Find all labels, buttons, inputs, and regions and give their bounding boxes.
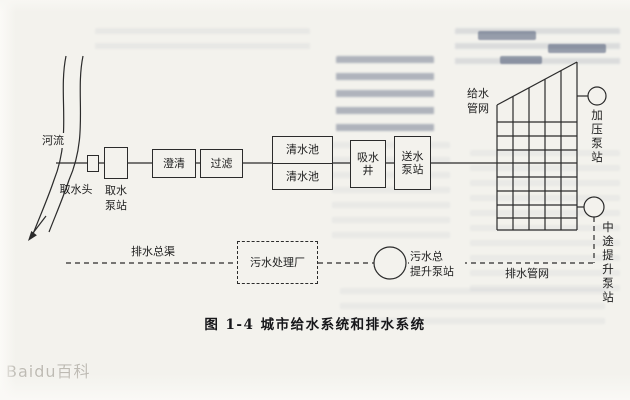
clear-water-tank-bottom-cell: 清水池 (273, 164, 332, 190)
intake-pump-box (104, 147, 128, 179)
river (32, 55, 84, 235)
drain-channel-label: 排水总渠 (131, 245, 175, 258)
figure-caption: 图 1-4 城市给水系统和排水系统 (204, 317, 426, 333)
watermark: Baidu百科 (6, 362, 91, 381)
suction-well-label: 吸水井 (357, 151, 379, 177)
sewage-main-pump-label: 污水总 提升泵站 (409, 249, 465, 279)
clear-water-tank-top-label: 清水池 (286, 143, 319, 157)
sewage-plant-label: 污水处理厂 (250, 256, 305, 269)
river-flow-arrow (28, 215, 47, 241)
clarification-label: 澄清 (163, 157, 185, 170)
clear-water-tank-box: 清水池 清水池 (272, 136, 333, 190)
booster-pump-label: 加压泵站 (590, 109, 604, 165)
booster-pump-circle (587, 86, 607, 106)
suction-well-box: 吸水井 (350, 140, 386, 188)
filtration-label: 过滤 (210, 157, 233, 170)
drain-network-label: 排水管网 (505, 267, 549, 280)
filtration-box: 过滤 (200, 149, 243, 178)
supply-network-label: 给水管网 (467, 87, 489, 115)
sewage-plant-box: 污水处理厂 (237, 241, 318, 284)
supply-network-grid (496, 61, 578, 231)
intake-head-box (87, 155, 99, 172)
river-label: 河流 (38, 133, 68, 148)
intake-head-label: 取水头 (59, 183, 93, 196)
clarification-box: 澄清 (152, 149, 196, 178)
delivery-pump-box: 送水泵站 (394, 136, 431, 190)
sewage-main-pump-circle (373, 246, 407, 280)
drainage-dashed-lines (66, 217, 595, 264)
midway-pump-label: 中途提升泵站 (601, 221, 615, 305)
clear-water-tank-bottom-label: 清水池 (286, 169, 319, 183)
delivery-pump-label: 送水泵站 (401, 150, 424, 176)
clear-water-tank-top-cell: 清水池 (273, 137, 332, 164)
intake-pump-label: 取水泵站 (105, 184, 127, 212)
midway-pump-circle (583, 196, 605, 218)
